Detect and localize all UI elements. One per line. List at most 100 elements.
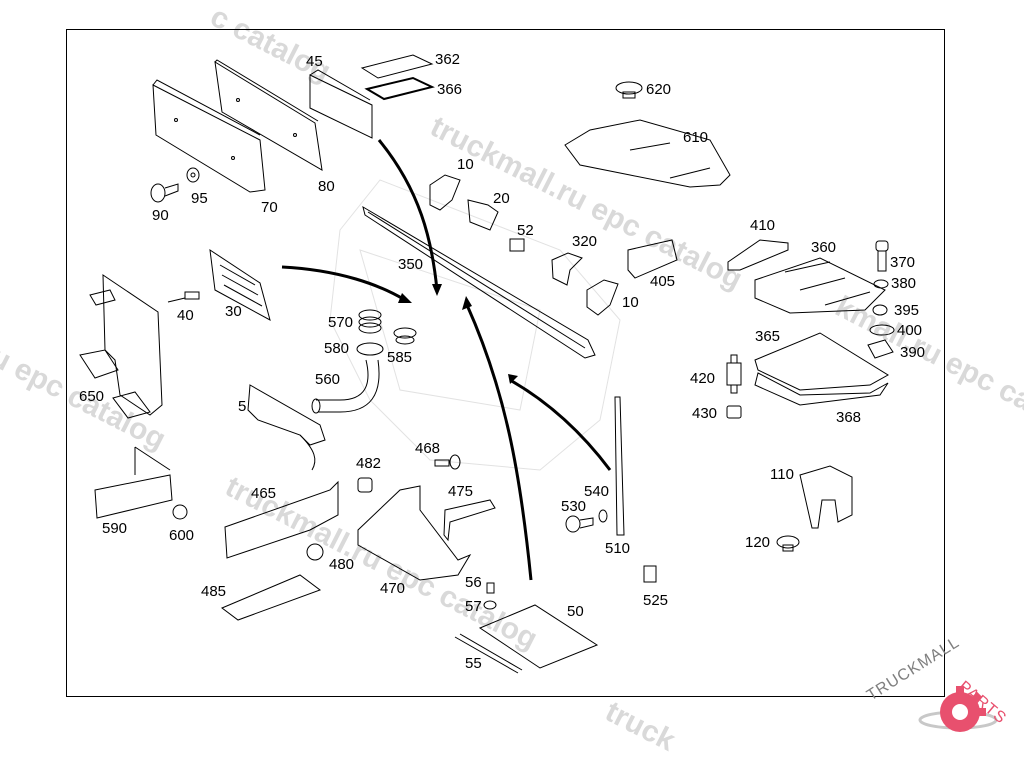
- part-482-nut: [357, 477, 373, 493]
- part-label-420[interactable]: 420: [690, 370, 716, 387]
- part-label-430[interactable]: 430: [692, 405, 718, 422]
- part-label-120[interactable]: 120: [745, 534, 771, 551]
- part-label-400[interactable]: 400: [897, 322, 923, 339]
- assembly-arrows: [281, 139, 612, 581]
- part-label-650[interactable]: 650: [79, 388, 105, 405]
- part-label-366[interactable]: 366: [437, 81, 463, 98]
- part-368-plate: [754, 372, 889, 406]
- part-50-plate: [478, 604, 599, 669]
- part-label-5[interactable]: 5: [238, 398, 247, 415]
- part-405-rail: [627, 239, 678, 279]
- part-585-grommet: [393, 327, 417, 345]
- part-420-mount: [726, 354, 742, 394]
- part-label-30[interactable]: 30: [225, 303, 242, 320]
- part-label-40[interactable]: 40: [177, 307, 194, 324]
- part-70-panel: [152, 79, 266, 193]
- part-395-washer: [872, 304, 888, 316]
- part-560-hose: [311, 359, 380, 414]
- part-label-370[interactable]: 370: [890, 254, 916, 271]
- part-label-95[interactable]: 95: [191, 190, 208, 207]
- part-95-washer: [186, 167, 200, 183]
- part-label-57[interactable]: 57: [465, 598, 482, 615]
- part-label-10-top[interactable]: 10: [457, 156, 474, 173]
- part-label-580[interactable]: 580: [324, 340, 350, 357]
- part-label-390[interactable]: 390: [900, 344, 926, 361]
- part-380-washer: [873, 279, 889, 289]
- part-label-380[interactable]: 380: [891, 275, 917, 292]
- part-362-gasket: [360, 54, 434, 79]
- truckmallparts-logo: TRUCKMALL PARTS: [858, 634, 1024, 750]
- part-530-bolt: [565, 515, 594, 533]
- part-label-530[interactable]: 530: [561, 498, 587, 515]
- part-label-45[interactable]: 45: [306, 53, 323, 70]
- part-410-bracket: [727, 239, 789, 271]
- part-label-365[interactable]: 365: [755, 328, 781, 345]
- part-label-475[interactable]: 475: [448, 483, 474, 500]
- part-label-110[interactable]: 110: [770, 466, 794, 483]
- part-465-bracket: [224, 480, 339, 559]
- part-55-strip: [454, 633, 523, 674]
- part-label-620[interactable]: 620: [646, 81, 672, 98]
- part-525-clip: [643, 565, 657, 583]
- part-label-465[interactable]: 465: [251, 485, 277, 502]
- part-label-468[interactable]: 468: [415, 440, 441, 457]
- part-label-470[interactable]: 470: [380, 580, 406, 597]
- part-40-rivet: [167, 291, 200, 303]
- gear-icon: [918, 686, 998, 732]
- part-120-nut: [776, 535, 800, 552]
- part-label-368[interactable]: 368: [836, 409, 862, 426]
- part-label-585[interactable]: 585: [387, 349, 413, 366]
- part-90-bolt: [150, 183, 179, 203]
- part-510-rail: [614, 396, 625, 536]
- part-label-570[interactable]: 570: [328, 314, 354, 331]
- part-label-362[interactable]: 362: [435, 51, 461, 68]
- part-label-360[interactable]: 360: [811, 239, 837, 256]
- part-label-560[interactable]: 560: [315, 371, 341, 388]
- part-470-bracket: [357, 485, 472, 581]
- part-label-610[interactable]: 610: [683, 129, 709, 146]
- part-label-405[interactable]: 405: [650, 273, 676, 290]
- part-label-485[interactable]: 485: [201, 583, 227, 600]
- part-620-clip: [615, 81, 643, 99]
- part-10-bracket: [429, 174, 461, 211]
- part-label-10-bottom[interactable]: 10: [622, 294, 639, 311]
- part-580-clamp: [356, 342, 384, 356]
- part-label-600[interactable]: 600: [169, 527, 195, 544]
- part-label-350[interactable]: 350: [398, 256, 424, 273]
- diagram-frame: [66, 29, 945, 697]
- part-label-56[interactable]: 56: [465, 574, 482, 591]
- part-56-pin: [486, 582, 495, 594]
- part-370-bolt: [875, 240, 889, 272]
- part-label-482[interactable]: 482: [356, 455, 382, 472]
- part-label-20[interactable]: 20: [493, 190, 510, 207]
- part-label-50[interactable]: 50: [567, 603, 584, 620]
- part-610-plate: [564, 119, 731, 188]
- part-label-410[interactable]: 410: [750, 217, 776, 234]
- part-label-320[interactable]: 320: [572, 233, 598, 250]
- part-label-590[interactable]: 590: [102, 520, 128, 537]
- part-label-510[interactable]: 510: [605, 540, 631, 557]
- part-350-crossbar: [362, 205, 596, 359]
- part-label-480[interactable]: 480: [329, 556, 355, 573]
- part-365-plate: [754, 332, 889, 391]
- part-400-washer: [869, 324, 895, 336]
- part-label-80[interactable]: 80: [318, 178, 335, 195]
- part-30-plate: [209, 248, 271, 321]
- part-label-90[interactable]: 90: [152, 207, 169, 224]
- part-label-55[interactable]: 55: [465, 655, 482, 672]
- part-label-540[interactable]: 540: [584, 483, 610, 500]
- part-label-525[interactable]: 525: [643, 592, 669, 609]
- part-label-70[interactable]: 70: [261, 199, 278, 216]
- part-label-52[interactable]: 52: [517, 222, 534, 239]
- part-label-395[interactable]: 395: [894, 302, 920, 319]
- part-57-washer: [483, 600, 497, 610]
- part-468-bolt: [434, 454, 461, 470]
- part-366-gasket: [364, 76, 435, 101]
- part-430-nut: [726, 405, 742, 419]
- part-20-bracket: [467, 199, 499, 231]
- part-80-panel: [214, 59, 323, 171]
- part-110-bracket: [799, 465, 853, 529]
- part-52-clip: [509, 238, 525, 252]
- part-10-bracket-b: [586, 279, 619, 316]
